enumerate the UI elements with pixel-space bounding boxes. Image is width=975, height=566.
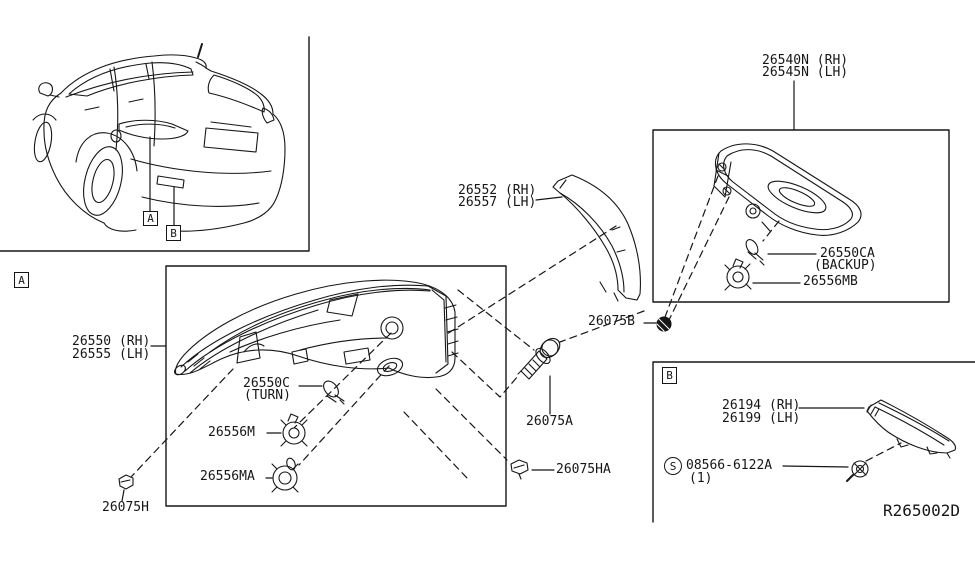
car-marker-a: A <box>143 211 158 226</box>
backup-lamp-drawing <box>713 143 862 236</box>
combination-lamp-drawing <box>174 279 459 379</box>
screw-symbol-circle: S <box>664 457 682 475</box>
section-b-marker: B <box>662 367 677 384</box>
label-reflector-rh: 26194 (RH) <box>722 398 801 413</box>
label-screw-qty: (1) <box>689 471 713 486</box>
clip-h-drawing <box>118 474 134 490</box>
inset-frame <box>0 36 310 252</box>
label-screw-code: 08566-6122A <box>686 458 773 473</box>
label-socket-m: 26556M <box>208 425 255 440</box>
dashed-assembly-lines <box>130 175 902 480</box>
label-backup-lamp-rh: 26540N (RH) <box>762 53 849 68</box>
label-backup-socket: 26556MB <box>803 274 858 289</box>
label-combination-lamp-lh: 26555 (LH) <box>72 347 151 362</box>
screw-drawing <box>846 460 869 482</box>
label-finisher-lh: 26557 (LH) <box>458 195 537 210</box>
clip-ha-drawing <box>510 459 529 480</box>
label-turn-bulb-function: (TURN) <box>244 388 291 403</box>
label-reflector-lh: 26199 (LH) <box>722 411 801 426</box>
section-a-marker: A <box>14 272 29 288</box>
backup-bulb-drawing <box>745 239 765 266</box>
car-marker-b: B <box>166 225 181 241</box>
label-combination-lamp-rh: 26550 (RH) <box>72 334 151 349</box>
section-a-frame <box>165 265 507 507</box>
grommet-drawing <box>656 316 672 332</box>
socket-ma-drawing <box>271 457 299 493</box>
label-bolt-a: 26075A <box>526 414 573 429</box>
label-backup-bulb: 26550CA <box>820 246 875 261</box>
leader-lines <box>121 80 865 502</box>
label-socket-ma: 26556MA <box>200 469 255 484</box>
backup-lamp-box-frame <box>652 129 950 303</box>
label-finisher-rh: 26552 (RH) <box>458 183 537 198</box>
reflector-drawing <box>866 399 957 459</box>
label-backup-lamp-lh: 26545N (LH) <box>762 65 849 80</box>
turn-bulb-drawing <box>323 380 345 405</box>
label-grommet: 26075B <box>588 314 635 329</box>
finisher-drawing <box>552 174 641 302</box>
section-b-frame <box>652 361 975 523</box>
bolt-drawing <box>517 337 561 380</box>
drawing-number: R265002D <box>883 501 961 520</box>
label-clip-h: 26075H <box>102 500 149 515</box>
backup-socket-drawing <box>724 258 752 291</box>
car-inset-drawing <box>32 43 286 232</box>
label-clip-ha: 26075HA <box>556 462 611 477</box>
label-turn-bulb: 26550C <box>243 376 290 391</box>
label-backup-bulb-function: (BACKUP) <box>814 258 877 273</box>
